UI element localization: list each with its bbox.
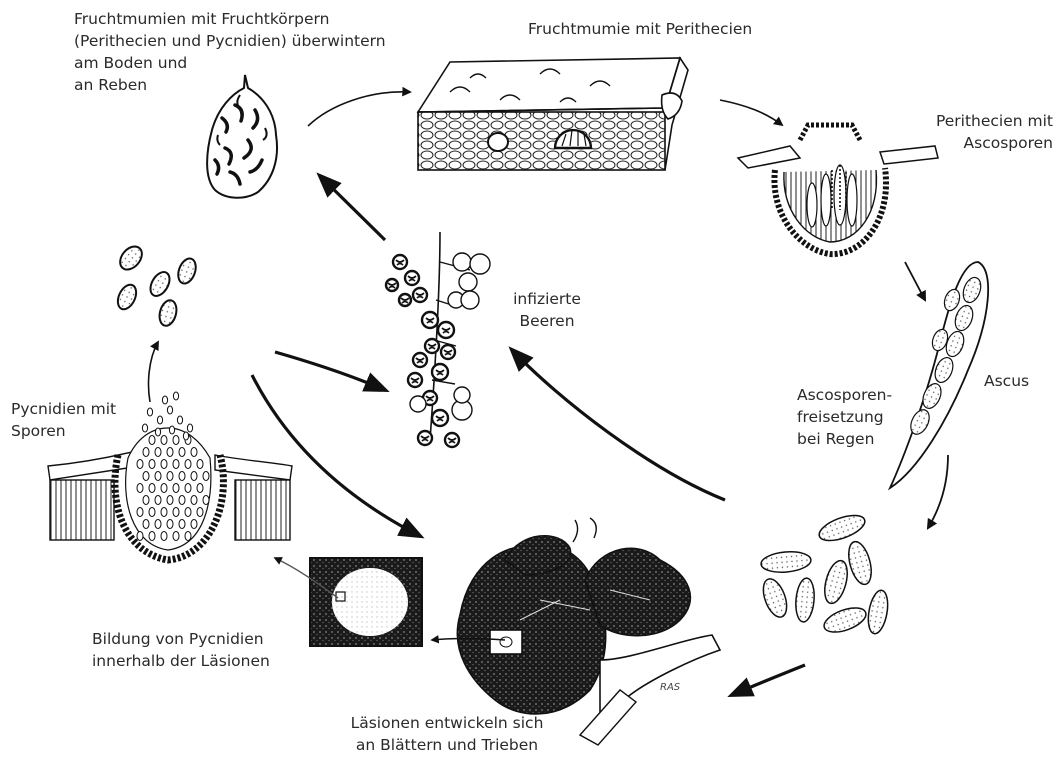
label-mummy-perithecia: Fruchtmumie mit Perithecien <box>528 18 752 40</box>
pycnidium-spore-dot <box>161 436 167 445</box>
pycnidium-spore-dot <box>155 472 161 481</box>
pycnidium-spore-dot <box>167 448 173 457</box>
pycnidia-spores-drawing <box>114 242 199 327</box>
pycnidium-spore-dot <box>179 472 185 481</box>
emerging-spore-dot <box>169 426 174 434</box>
arrow-leaf-to-berries <box>512 350 725 500</box>
pycnidium-spore-dot <box>143 448 149 457</box>
pycnidium-spore-dot <box>149 484 155 493</box>
pycnidium-spore-dot <box>185 508 191 517</box>
pycnidium-spore-dot <box>179 496 185 505</box>
berry-cluster-drawing <box>386 232 490 447</box>
arrow-ascus-to-ascospores <box>928 455 948 528</box>
label-mummies-overwinter: Fruchtmumien mit Fruchtkörpern (Perithec… <box>74 8 386 96</box>
pycnidium-spore-dot <box>137 508 143 517</box>
healthy-berry <box>459 273 477 291</box>
healthy-berry <box>454 387 470 403</box>
pycnidium-spore-dot <box>149 436 155 445</box>
healthy-berry <box>470 254 490 274</box>
pycnidium-spore-dot <box>137 532 143 541</box>
pycnidium-spore-dot <box>203 496 209 505</box>
emerging-spore-dot <box>142 424 147 432</box>
pycnidium-spore-dot <box>137 460 143 469</box>
pycnidium-spore-dot <box>197 508 203 517</box>
pycnidium-spore-dot <box>161 508 167 517</box>
pycnidium-spore-dot <box>173 460 179 469</box>
label-ascus: Ascus <box>984 370 1029 392</box>
pycnidium-spore-dot <box>143 520 149 529</box>
arrow-pycnidium-to-spores <box>149 342 158 402</box>
emerging-spore-dot <box>155 428 160 436</box>
arrow-mummy-to-block <box>308 92 410 126</box>
lesion-closeup-drawing <box>310 558 422 646</box>
pycnidium-spore-dot <box>167 520 173 529</box>
arrow-left-to-berries <box>275 352 385 390</box>
pycnidium-spore-dot <box>161 532 167 541</box>
label-infected-berries: infizierte Beeren <box>502 288 592 332</box>
pycnidium-spore-dot <box>191 520 197 529</box>
pycnidium-spore-dot <box>179 448 185 457</box>
emerging-spore-dot <box>167 406 172 414</box>
pycnidium-spore-dot <box>173 436 179 445</box>
pycnidium-spore-dot <box>155 496 161 505</box>
pycnidium-spore-dot <box>167 496 173 505</box>
emerging-spore-dot <box>183 432 188 440</box>
pycnidium-spore-dot <box>155 520 161 529</box>
pycnidium-spore-dot <box>137 484 143 493</box>
label-pycnidia-formation: Bildung von Pycnidien innerhalb der Läsi… <box>92 628 270 672</box>
pycnidium-spore-dot <box>191 496 197 505</box>
pycnidium-spore-dot <box>167 472 173 481</box>
infected-leaf-drawing <box>457 518 720 745</box>
emerging-spore-dot <box>157 416 162 424</box>
emerging-spore-dot <box>173 392 178 400</box>
artist-signature: RAS <box>660 682 681 693</box>
arrow-ascospores-to-leaf <box>732 665 805 695</box>
emerging-spore-dot <box>162 396 167 404</box>
pycnidium-spore-dot <box>185 460 191 469</box>
pycnidium-spore-dot <box>173 484 179 493</box>
label-ascospore-release: Ascosporen- freisetzung bei Regen <box>797 384 892 450</box>
pycnidium-spore-dot <box>161 484 167 493</box>
emerging-spore-dot <box>147 408 152 416</box>
arrow-berries-to-mummy <box>320 176 385 240</box>
pycnidium-spore-dot <box>185 532 191 541</box>
pycnidium-spore-dot <box>191 448 197 457</box>
pycnidium-spore-dot <box>191 472 197 481</box>
label-perithecia-ascospores: Perithecien mit Ascosporen <box>905 110 1053 154</box>
label-lesions: Läsionen entwickeln sich an Blättern und… <box>322 712 572 756</box>
pycnidium-spore-dot <box>161 460 167 469</box>
pycnidium-spore-dot <box>149 508 155 517</box>
pycnidium-spore-dot <box>197 484 203 493</box>
emerging-spore-dot <box>177 416 182 424</box>
pycnidium-spore-dot <box>155 448 161 457</box>
ascus-drawing <box>890 262 988 488</box>
pycnidium-spore-dot <box>203 472 209 481</box>
mummy-perithecia-block-drawing <box>418 58 688 170</box>
ascospores-drawing <box>759 510 891 637</box>
emerging-spore-dot <box>187 424 192 432</box>
pycnidium-spore-dot <box>149 460 155 469</box>
pycnidium-spore-dot <box>197 460 203 469</box>
arrow-block-to-perithecium <box>720 100 782 125</box>
pycnidium-spore-dot <box>185 484 191 493</box>
pycnidium-spore-dot <box>173 532 179 541</box>
arrow-perithecium-to-ascus <box>905 262 925 300</box>
pycnidium-spore-dot <box>143 496 149 505</box>
pycnidium-spore-dot <box>143 472 149 481</box>
healthy-berry <box>410 396 426 412</box>
healthy-berry <box>453 253 471 271</box>
label-pycnidia-spores: Pycnidien mit Sporen <box>11 398 116 442</box>
pycnidium-spore-dot <box>179 520 185 529</box>
pycnidium-spore-dot <box>173 508 179 517</box>
pycnidium-spore-dot <box>149 532 155 541</box>
healthy-berry <box>461 291 479 309</box>
